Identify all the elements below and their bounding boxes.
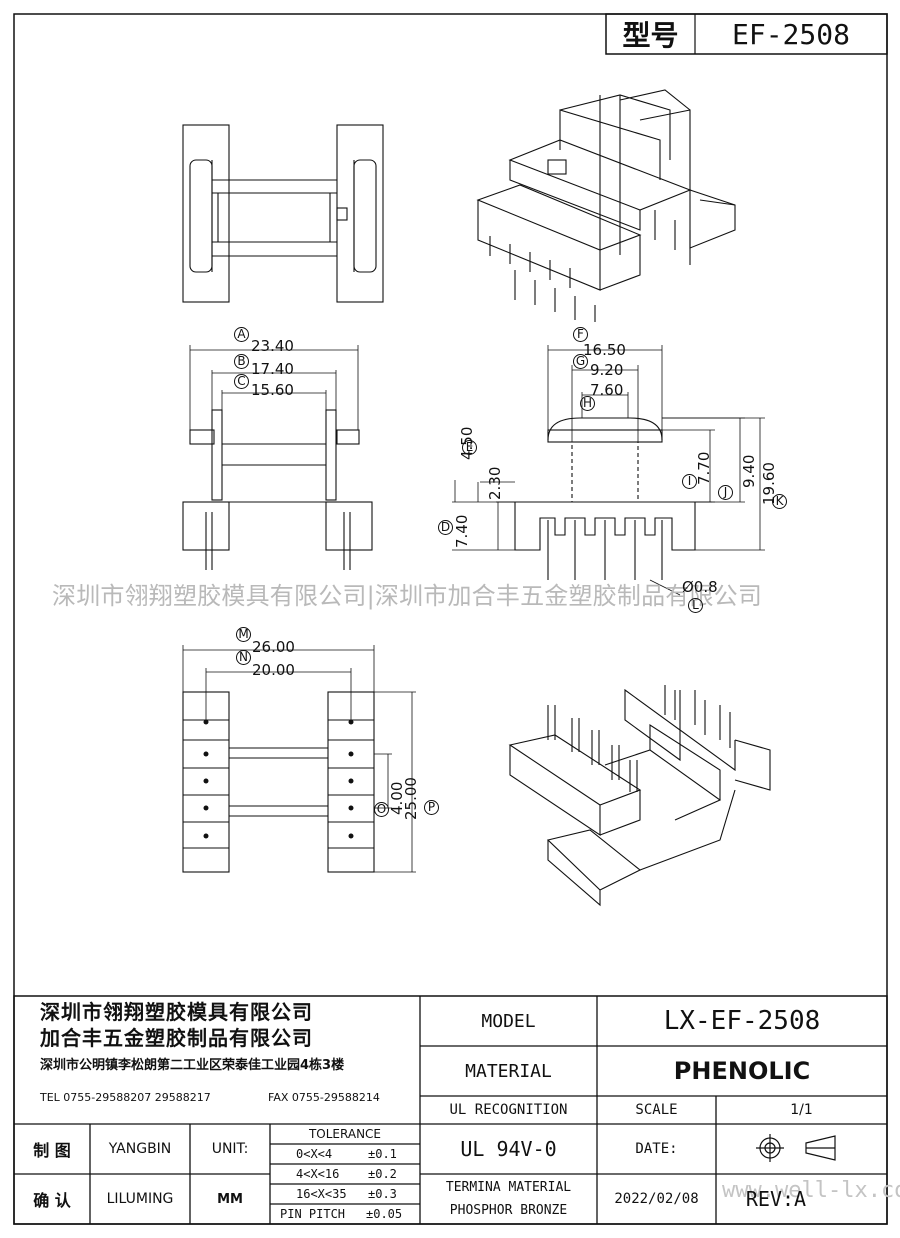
dim-value-j: 9.40 [740,454,758,488]
drawn-by-name: YANGBIN [108,1141,172,1157]
dim-value-e2: 2.30 [486,466,504,500]
dim-value-h: 7.60 [590,381,624,399]
material-field-label: MATERIAL [465,1060,552,1082]
dim-tag-b: B [234,354,249,369]
dim-tag-h: H [580,396,595,411]
dim-tag-k: K [772,494,787,509]
model-field-value: LX-EF-2508 [663,1006,821,1036]
model-field-label: MODEL [481,1010,536,1032]
ul-recognition-label: UL RECOGNITION [449,1102,568,1118]
drawn-by-label: 制 图 [33,1141,71,1160]
dim-value-e: 4.50 [458,426,476,460]
bottom-view-pins [203,719,354,839]
title-block-grid [13,995,888,1225]
projection-symbol-icon [756,1134,836,1162]
scale-value: 1/1 [790,1102,813,1118]
dim-tag-l: L [688,598,703,613]
front-view [182,409,373,570]
model-number: EF-2508 [731,17,850,51]
unit-label: UNIT: [211,1141,249,1157]
ul-recognition-value: UL 94V-0 [460,1137,557,1161]
company-tel: TEL 0755-29588207 29588217 [40,1091,211,1104]
dim-value-i: 7.70 [695,451,713,485]
material-field-value: PHENOLIC [673,1057,811,1085]
dim-tag-j: J [718,485,733,500]
unit-value: MM [217,1191,243,1207]
top-view [182,124,384,303]
tolerance-value: ±0.1 [368,1147,397,1161]
watermark-text: 深圳市翎翔塑胶模具有限公司|深圳市加合丰五金塑胶制品有限公司 [52,582,763,610]
dim-tag-o: O [374,802,389,817]
date-value: 2022/02/08 [614,1191,699,1207]
tolerance-value: ±0.3 [368,1187,397,1201]
isometric-view-top [476,89,736,322]
dim-value-m: 26.00 [252,638,295,656]
dim-tag-n: N [236,650,251,665]
dim-tag-g: G [573,354,588,369]
dim-tag-e: E [462,440,477,455]
terminal-material-value: PHOSPHOR BRONZE [449,1202,568,1218]
tolerance-value: ±0.05 [366,1207,403,1221]
dim-tag-d: D [438,520,453,535]
side-view [496,417,712,580]
dim-value-n: 20.00 [252,661,295,679]
model-label: 型号 [622,19,679,52]
bottom-view-dims [182,645,416,873]
dim-value-b: 17.40 [251,360,294,378]
isometric-view-bottom [508,685,771,907]
tolerance-title: TOLERANCE [308,1127,382,1141]
dim-value-l: Ø0.8 [682,578,718,596]
company-address: 深圳市公明镇李松朗第二工业区荣泰佳工业园4栋3楼 [40,1058,345,1073]
dim-value-d: 7.40 [453,514,471,548]
company-fax: FAX 0755-29588214 [268,1091,380,1104]
date-label: DATE: [635,1141,678,1157]
dim-tag-c: C [234,374,249,389]
tolerance-range: PIN PITCH [280,1207,346,1221]
dim-tag-i: I [682,474,697,489]
revision: REV:A [745,1187,807,1211]
tolerance-value: ±0.2 [368,1167,397,1181]
company-name-1: 深圳市翎翔塑胶模具有限公司 [40,1000,313,1024]
dim-value-f: 16.50 [583,341,626,359]
scale-label: SCALE [635,1102,678,1118]
checked-by-name: LILUMING [106,1191,174,1207]
checked-by-label: 确 认 [33,1191,71,1210]
terminal-material-label: TERMINA MATERIAL [445,1179,572,1195]
dim-tag-m: M [236,627,251,642]
dim-value-c: 15.60 [251,381,294,399]
dim-tag-f: F [573,327,588,342]
dim-tag-p: P [424,800,439,815]
front-view-dims [189,345,359,444]
tolerance-range: 4<X<16 [296,1167,340,1181]
dim-value-p: 25.00 [402,777,420,820]
dim-tag-a: A [234,327,249,342]
side-view-dims [452,345,765,596]
tolerance-range: 0<X<4 [296,1147,333,1161]
company-name-2: 加合丰五金塑胶制品有限公司 [40,1026,313,1050]
dim-value-g: 9.20 [590,361,624,379]
bottom-view [182,691,375,873]
watermark-url: www.well-lx.com [722,1178,900,1203]
dim-value-a: 23.40 [251,337,294,355]
tolerance-range: 16<X<35 [296,1187,347,1201]
